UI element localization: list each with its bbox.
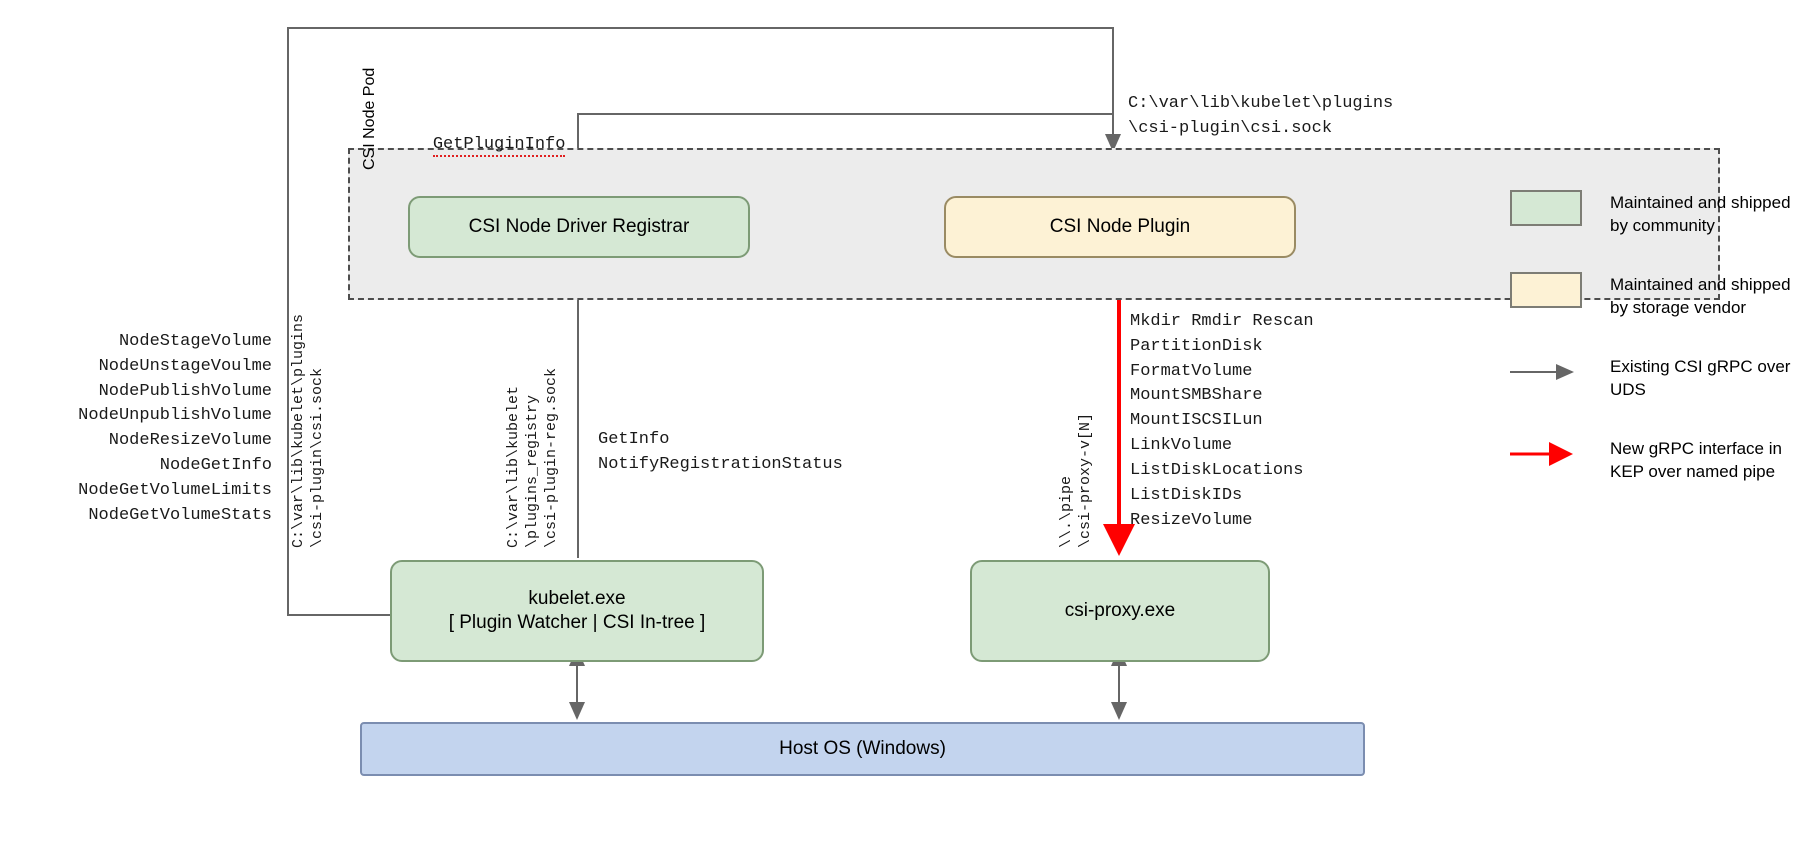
label-node-service-calls: NodeStageVolume NodeUnstageVoulme NodePu… xyxy=(78,332,272,525)
legend-item-vendor: Maintained and shipped by storage vendor xyxy=(1510,271,1810,320)
label-proxy-calls: Mkdir Rmdir Rescan PartitionDisk FormatV… xyxy=(1130,312,1314,530)
label-csi-socket-vertical: C:\var\lib\kubelet\plugins \csi-plugin\c… xyxy=(290,313,326,548)
legend-arrow-red-icon xyxy=(1510,436,1582,472)
legend-item-existing-grpc: Existing CSI gRPC over UDS xyxy=(1510,354,1810,402)
label-named-pipe-vertical: \\.\pipe \csi-proxy-v[N] xyxy=(1058,412,1094,548)
csi-node-pod-label: CSI Node Pod xyxy=(361,67,378,170)
label-get-plugin-info: GetPluginInfo xyxy=(392,116,566,173)
node-host-os[interactable]: Host OS (Windows) xyxy=(360,722,1365,776)
legend-label: Maintained and shipped by storage vendor xyxy=(1610,274,1791,317)
legend-swatch-yellow-icon xyxy=(1510,271,1582,308)
node-csi-node-driver-registrar[interactable]: CSI Node Driver Registrar xyxy=(408,196,750,258)
legend: Maintained and shipped by community Main… xyxy=(1510,190,1810,518)
node-title: csi-proxy.exe xyxy=(1064,600,1176,621)
legend-item-new-grpc: New gRPC interface in KEP over named pip… xyxy=(1510,436,1810,484)
label-registration-calls: GetInfo NotifyRegistrationStatus xyxy=(598,430,843,474)
node-csi-proxy-exe[interactable]: csi-proxy.exe xyxy=(970,560,1270,662)
node-csi-node-plugin[interactable]: CSI Node Plugin xyxy=(944,196,1296,258)
label-registry-socket-vertical: C:\var\lib\kubelet \plugins_registry \cs… xyxy=(505,367,560,548)
node-title: kubelet.exe xyxy=(528,588,626,609)
node-kubelet-exe[interactable]: kubelet.exe [ Plugin Watcher | CSI In-tr… xyxy=(390,560,764,662)
label-plugin-socket-path: C:\var\lib\kubelet\plugins \csi-plugin\c… xyxy=(1128,94,1394,138)
node-title: CSI Node Plugin xyxy=(1049,216,1191,237)
legend-item-community: Maintained and shipped by community xyxy=(1510,190,1810,238)
legend-label: Maintained and shipped by community xyxy=(1610,193,1791,235)
node-title: CSI Node Driver Registrar xyxy=(468,216,690,237)
node-title: Host OS (Windows) xyxy=(779,738,946,759)
legend-arrow-gray-icon xyxy=(1510,354,1582,390)
legend-swatch-green-icon xyxy=(1510,190,1582,226)
legend-label: New gRPC interface in KEP over named pip… xyxy=(1610,438,1782,481)
node-subtitle: [ Plugin Watcher | CSI In-tree ] xyxy=(448,612,706,633)
legend-label: Existing CSI gRPC over UDS xyxy=(1610,356,1791,399)
